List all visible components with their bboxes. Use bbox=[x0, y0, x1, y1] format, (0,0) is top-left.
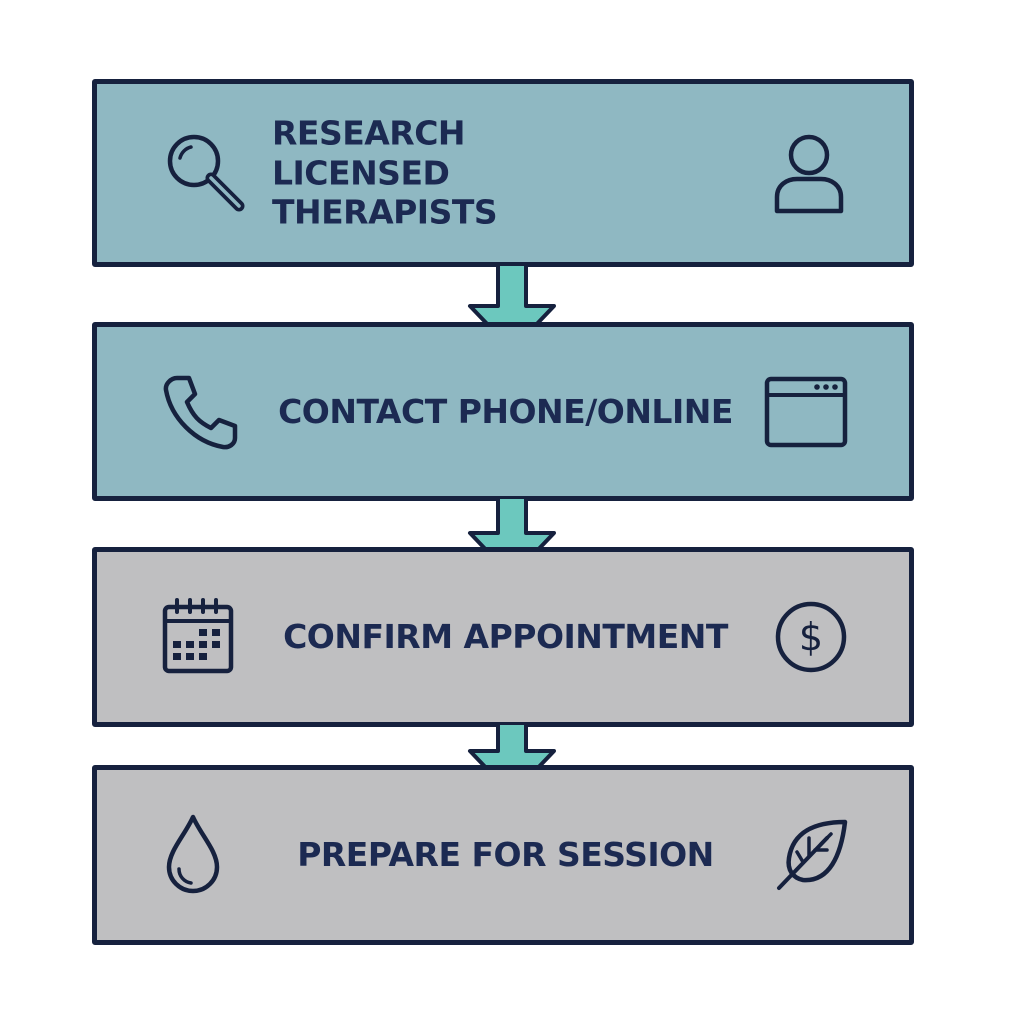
water-drop-icon bbox=[161, 813, 225, 897]
svg-text:$: $ bbox=[799, 615, 823, 659]
leaf-icon bbox=[775, 818, 849, 892]
dollar-icon: $ bbox=[773, 599, 849, 675]
step-prepare: PREPARE FOR SESSION bbox=[92, 765, 914, 945]
step-label: CONTACT PHONE/ONLINE bbox=[278, 391, 733, 431]
step-label: RESEARCH LICENSED THERAPISTS bbox=[272, 113, 498, 232]
browser-window-icon bbox=[763, 375, 849, 449]
phone-icon bbox=[161, 372, 241, 452]
step-research: RESEARCH LICENSED THERAPISTS bbox=[92, 79, 914, 267]
step-label: CONFIRM APPOINTMENT bbox=[283, 617, 728, 657]
step-label: PREPARE FOR SESSION bbox=[297, 835, 714, 875]
step-contact: CONTACT PHONE/ONLINE bbox=[92, 322, 914, 501]
search-icon bbox=[161, 128, 251, 218]
step-confirm: CONFIRM APPOINTMENT $ bbox=[92, 547, 914, 727]
person-icon bbox=[769, 131, 849, 215]
calendar-icon bbox=[161, 597, 237, 677]
